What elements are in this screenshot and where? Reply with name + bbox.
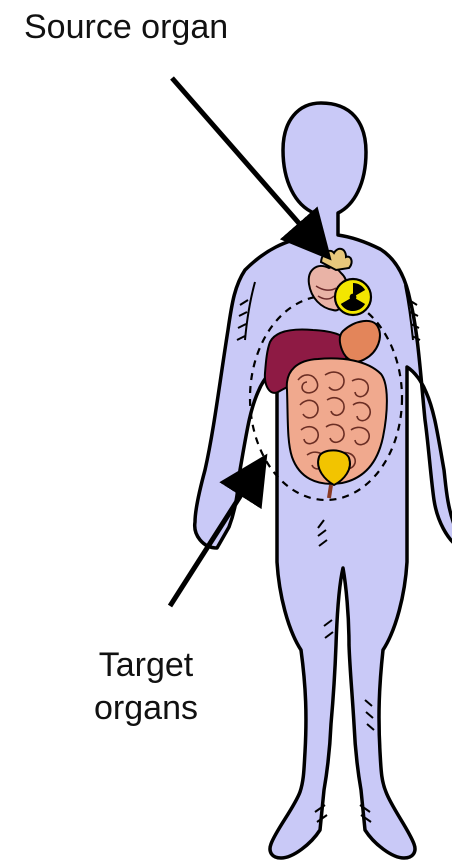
radiation-icon (335, 279, 371, 315)
urethra-detail (329, 485, 331, 498)
